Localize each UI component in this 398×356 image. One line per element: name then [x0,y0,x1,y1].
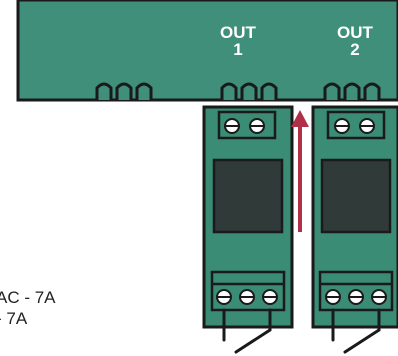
relay-1-top-screws [224,118,265,134]
rating-line-1: AC - 7A [0,288,56,307]
board-terminal-pins-out1 [220,82,278,100]
out-1-label: OUT 1 [208,24,268,58]
out-2-label-text: OUT [337,23,373,42]
out-1-number: 1 [233,40,243,59]
relay-2-bottom-screws [325,289,387,305]
relay-1-bottom-screws [216,289,278,305]
out-2-label: OUT 2 [325,24,385,58]
relay-1-window [212,158,284,234]
out-1-label-text: OUT [220,23,256,42]
connection-arrow [291,110,309,232]
rating-line-2: - 7A [0,309,28,328]
out-2-number: 2 [350,40,360,59]
controller-board [16,0,398,102]
relay-1-output-wires [222,308,272,354]
relay-module-2 [311,105,398,329]
board-terminal-pins-out2 [323,82,381,100]
relay-2-top-screws [334,118,375,134]
relay-2-output-wires [331,308,381,354]
board-terminal-pins-left [95,82,153,100]
relay-2-window [320,158,392,234]
relay-module-1 [202,105,294,329]
